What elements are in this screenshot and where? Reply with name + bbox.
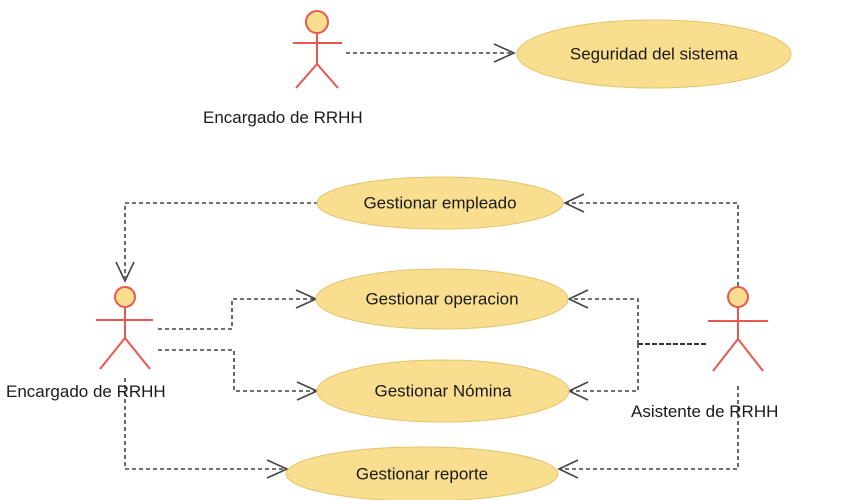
usecase-operacion: Gestionar operacion — [315, 268, 569, 330]
arrowhead-seguridad — [493, 43, 516, 63]
actor-right-left-leg — [712, 338, 739, 372]
connector-right-actor-to-nomina — [570, 344, 639, 392]
usecase-nomina: Gestionar Nómina — [316, 359, 570, 423]
usecase-empleado-label: Gestionar empleado — [363, 194, 516, 213]
usecase-empleado: Gestionar empleado — [316, 176, 564, 230]
usecase-seguridad: Seguridad del sistema — [516, 19, 792, 89]
usecase-nomina-label: Gestionar Nómina — [374, 382, 512, 401]
actor-top-right-leg — [316, 63, 339, 89]
actor-right-right-leg — [737, 338, 764, 372]
actor-left-right-leg — [124, 337, 151, 370]
actor-top — [293, 10, 342, 89]
arrowhead-left-actor — [115, 261, 135, 283]
arrowhead-empleado — [563, 193, 585, 213]
usecase-seguridad-label: Seguridad del sistema — [570, 45, 739, 64]
usecase-reporte: Gestionar reporte — [285, 446, 559, 500]
actor-left-left-leg — [99, 337, 126, 370]
actor-right-label: Asistente de RRHH — [631, 402, 778, 421]
actor-right — [708, 286, 768, 372]
connector-left-actor-to-operacion — [158, 298, 314, 330]
usecase-operacion-label: Gestionar operacion — [365, 290, 518, 309]
actor-left-label: Encargado de RRHH — [6, 382, 166, 401]
connector-right-actor-to-operacion — [570, 298, 639, 344]
arrowhead-reporte-right — [557, 459, 579, 479]
actor-right-head — [727, 286, 749, 308]
connector-right-actor-to-empleado — [566, 202, 739, 286]
actor-top-left-leg — [295, 63, 318, 89]
actor-top-head — [305, 10, 329, 34]
actor-left — [96, 286, 153, 370]
actor-left-head — [114, 286, 136, 308]
arrowhead-reporte-left — [266, 459, 289, 479]
connector-left-actor-to-nomina — [158, 349, 316, 392]
usecase-reporte-label: Gestionar reporte — [356, 465, 488, 484]
connector-right-actor-to-reporte — [560, 386, 739, 470]
connector-left-actor-to-reporte — [124, 378, 286, 470]
connector-empleado-to-left-actor — [124, 202, 318, 278]
arrowhead-operacion-right — [567, 289, 589, 309]
actor-top-label: Encargado de RRHH — [203, 108, 363, 127]
